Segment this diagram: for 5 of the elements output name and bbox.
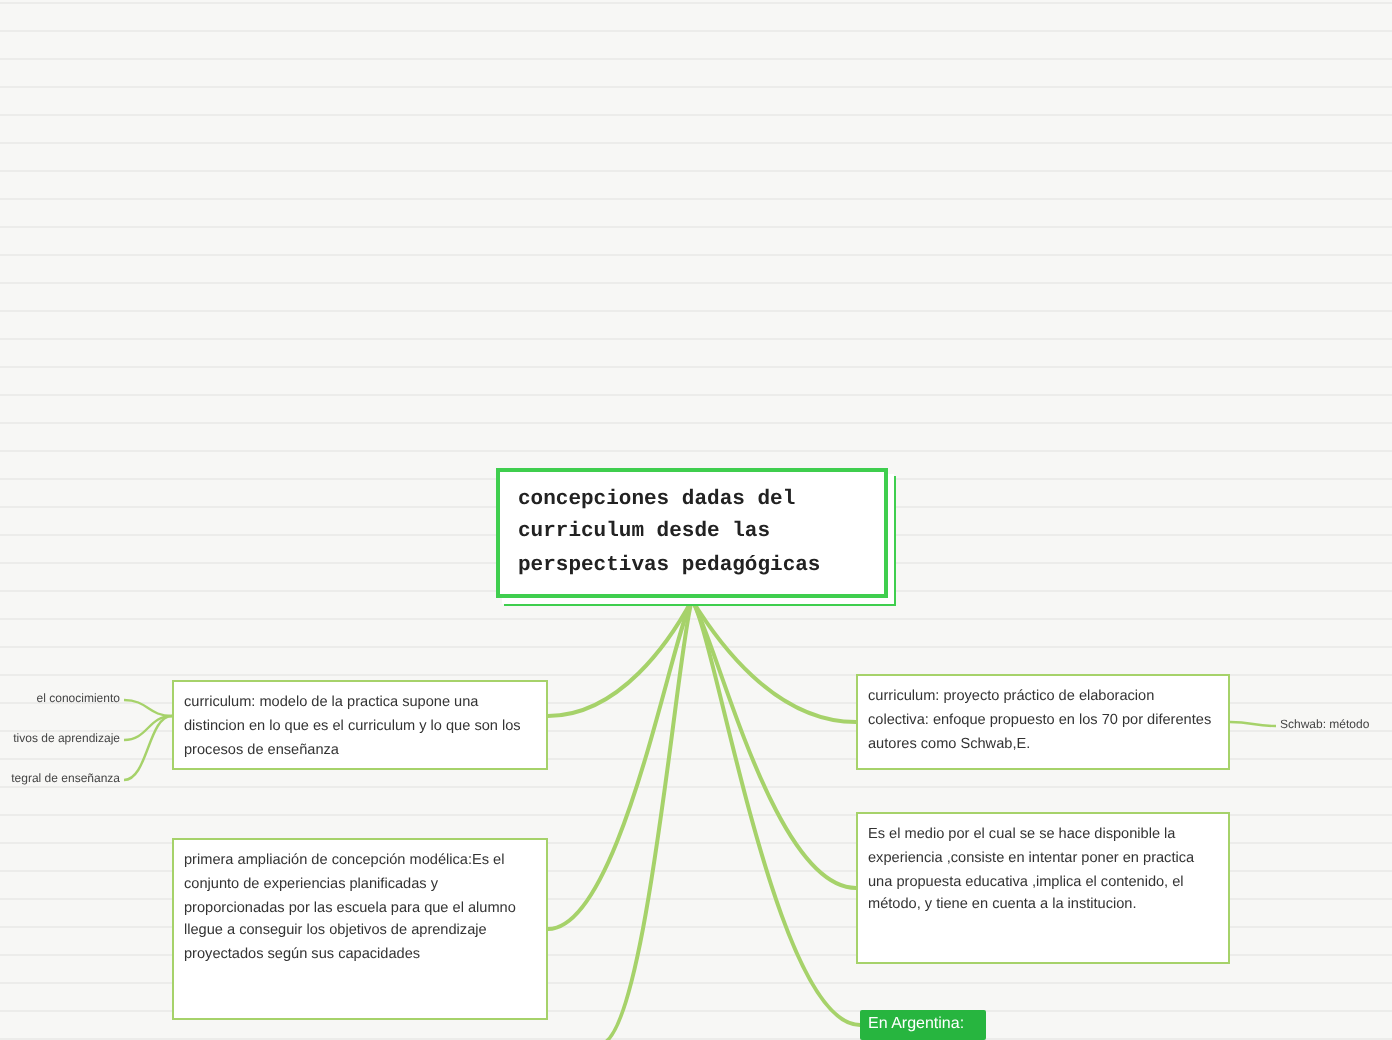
- connector-line: [123, 714, 173, 782]
- tag-label: En Argentina:: [860, 1010, 986, 1040]
- connector-line: [123, 714, 173, 742]
- connector-line: [123, 698, 173, 718]
- connector-line: [1230, 720, 1276, 728]
